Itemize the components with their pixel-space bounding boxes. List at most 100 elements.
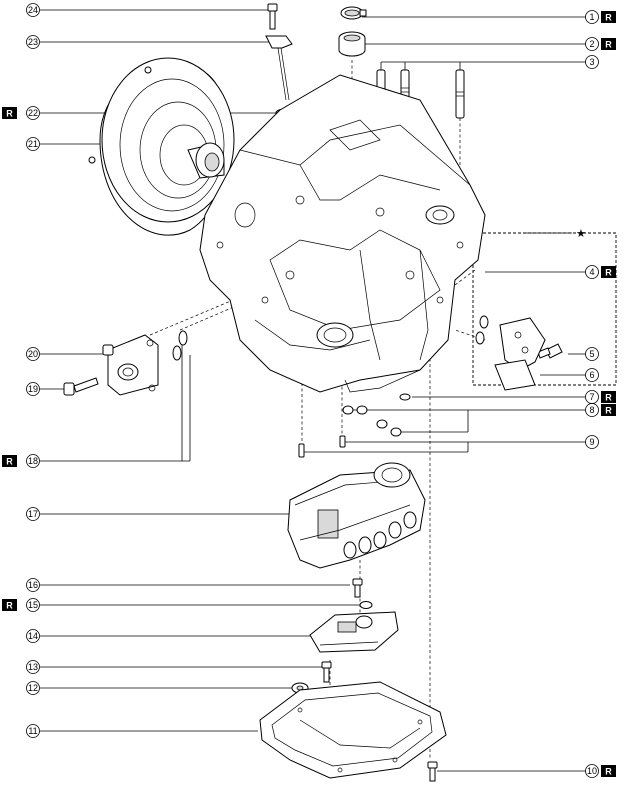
callout-number: 9	[589, 437, 594, 447]
reuse-badge-label: R	[605, 406, 612, 416]
callout-number: 7	[589, 392, 594, 402]
callout-16: 16	[26, 578, 40, 592]
callout-24: 24	[26, 3, 40, 17]
callout-number: 17	[28, 509, 38, 519]
callout-circle	[585, 10, 599, 24]
callout-17: 17	[26, 507, 40, 521]
reuse-badge-label: R	[605, 268, 612, 278]
reuse-badge-label: R	[605, 393, 612, 403]
callout-number: 16	[28, 580, 38, 590]
callout-circle	[26, 629, 40, 643]
callout-9: 9	[585, 435, 599, 449]
callout-circle	[26, 660, 40, 674]
callout-circle	[26, 137, 40, 151]
callout-20: 20	[26, 347, 40, 361]
callout-circle	[26, 35, 40, 49]
callout-number: 14	[28, 631, 38, 641]
part-8-seals	[342, 405, 402, 437]
callout-number: 11	[28, 726, 37, 736]
part-14-strainer	[309, 611, 399, 653]
callout-circle	[26, 454, 40, 468]
part-6-valve-assembly	[494, 317, 546, 391]
reuse-badge	[601, 38, 616, 50]
callout-3: 3	[585, 55, 599, 69]
part-17-control-valve	[287, 462, 426, 569]
reuse-badge	[601, 765, 616, 777]
callout-circle	[26, 578, 40, 592]
detail-box: ★	[472, 227, 617, 386]
transmission-case	[199, 74, 486, 393]
callout-number: 10	[587, 766, 597, 776]
callout-circle	[585, 37, 599, 51]
part-20-cooler	[102, 334, 159, 396]
callout-number: 2	[589, 39, 594, 49]
reuse-badge-label: R	[6, 457, 13, 467]
callout-circle	[26, 3, 40, 17]
callout-number: 20	[28, 349, 38, 359]
reuse-badge-label: R	[6, 601, 13, 611]
callout-number: 13	[28, 662, 38, 672]
callout-circle	[585, 265, 599, 279]
part-10-drain-bolt	[427, 761, 438, 782]
part-24-bolt	[267, 3, 278, 30]
callout-22: 22 R	[2, 106, 40, 120]
callout-number: 18	[28, 456, 38, 466]
callout-number: 21	[28, 139, 38, 149]
callout-13: 13	[26, 660, 40, 674]
callout-5: 5	[585, 347, 599, 361]
callout-11: 11	[26, 724, 40, 738]
part-23-level-gauge	[265, 35, 293, 101]
callout-14: 14	[26, 629, 40, 643]
callout-circle	[585, 368, 599, 382]
callout-circle	[26, 724, 40, 738]
callout-number: 5	[589, 349, 594, 359]
part-4-o-rings	[475, 315, 489, 345]
part-15-o-ring	[359, 601, 373, 609]
part-19-bolt	[63, 377, 99, 396]
callout-6: 6	[585, 368, 599, 382]
part-18-o-rings	[172, 330, 188, 361]
part-13-bolt	[321, 661, 332, 683]
part-9-pins	[298, 435, 346, 458]
callout-number: 24	[28, 5, 38, 15]
reuse-badge	[601, 391, 616, 403]
callout-circle	[26, 106, 40, 120]
callout-23: 23	[26, 35, 40, 49]
callout-number: 1	[589, 12, 594, 22]
callout-circle	[585, 403, 599, 417]
callout-number: 22	[28, 108, 38, 118]
detail-marker-star: ★	[576, 227, 586, 240]
reuse-badge-label: R	[605, 767, 612, 777]
part-11-oil-pan	[259, 681, 447, 779]
callout-number: 4	[589, 267, 594, 277]
callout-number: 19	[28, 384, 38, 394]
reuse-badge	[2, 455, 17, 467]
callout-circle	[26, 507, 40, 521]
callout-circle	[585, 55, 599, 69]
reuse-badge-label: R	[605, 13, 612, 23]
callout-21: 21	[26, 137, 40, 151]
callout-19: 19	[26, 382, 40, 396]
reuse-badge	[601, 11, 616, 23]
leader-lines	[40, 9, 587, 772]
callout-circle	[26, 347, 40, 361]
part-16-bolt	[352, 578, 363, 598]
callout-number: 23	[28, 37, 38, 47]
part-5-bolt	[537, 343, 563, 359]
callout-number: 12	[28, 683, 38, 693]
callout-circle	[26, 681, 40, 695]
callout-number: 8	[589, 405, 594, 415]
callout-circle	[26, 382, 40, 396]
callout-number: 6	[589, 370, 594, 380]
callout-circle	[585, 347, 599, 361]
part-7-o-ring	[399, 393, 411, 401]
reuse-badge-label: R	[6, 109, 13, 119]
callout-number: 3	[589, 57, 594, 67]
